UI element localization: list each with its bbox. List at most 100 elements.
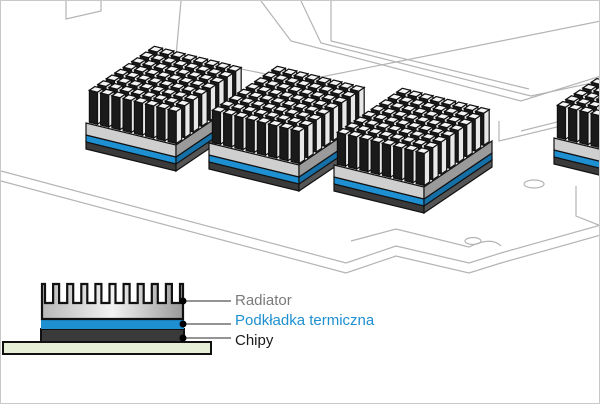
heatsink-pin-top [428, 127, 446, 135]
heatsink-pin-side [192, 95, 200, 134]
heatsink-pin [359, 136, 369, 173]
heatsink-pin-top [227, 94, 245, 102]
heatsink-pin-top [121, 62, 139, 70]
heatsink-pin-side [184, 100, 191, 139]
heatsink-pin-top [133, 65, 150, 73]
heatsink-pin-top [392, 141, 409, 149]
heatsink-pin-top [264, 79, 282, 87]
heatsink-pin-top [389, 133, 406, 141]
heatsink-pin [590, 112, 599, 149]
heatsink-pin-top [361, 110, 378, 118]
heatsink-pin-side [315, 115, 323, 154]
heatsink-pin-top [403, 113, 421, 121]
heatsink-pin-top [130, 88, 147, 96]
heatsink-pin [370, 139, 380, 176]
heatsink-pin-top [414, 115, 432, 123]
heatsink-pin-top [189, 79, 206, 87]
heatsink-pin-top [320, 93, 338, 101]
label-chips: Chipy [235, 332, 274, 349]
heatsink-pin-top [369, 104, 387, 112]
heatsink-pin [111, 94, 121, 131]
heatsink-pin-top [96, 80, 113, 88]
heatsink-pin-top [172, 90, 189, 98]
heatsink-pin-top [295, 110, 312, 118]
heatsink-pin-top [275, 82, 293, 90]
heatsink-pin-side [298, 126, 306, 165]
heatsink-pin-top [378, 130, 395, 138]
heatsink-pin-top [192, 87, 209, 95]
heatsink-pin-top [226, 64, 243, 72]
heatsink-pin-top [431, 135, 449, 143]
heatsink-pin-top [169, 82, 187, 90]
thermal-pad-section [41, 320, 184, 329]
heatsink-pin-top [429, 95, 446, 103]
heatsink-pin-top [289, 93, 307, 101]
heatsink-pin-top [589, 109, 599, 117]
heatsink-pin-top [448, 124, 466, 132]
heatsink-pin-side [307, 120, 314, 159]
heatsink-pin-side [432, 142, 439, 181]
heatsink-pin-side [483, 108, 490, 147]
heatsink-pin-top [400, 104, 418, 112]
heatsink-pin-top [150, 54, 167, 62]
heatsink-pin-top [392, 110, 409, 118]
heatsink-pin-top [166, 73, 184, 81]
heatsink-pin-top [219, 100, 236, 108]
heatsink-pin-top [395, 87, 412, 95]
heatsink-pin [88, 89, 99, 126]
heatsink-pin-top [584, 92, 599, 100]
heatsink-pin-top [141, 59, 159, 67]
heatsink-pin-top [411, 138, 429, 146]
heatsink-pin [415, 150, 425, 187]
heatsink-pin-top [141, 91, 158, 99]
heatsink-pin-top [589, 77, 599, 85]
heatsink-pin-top [329, 87, 346, 95]
heatsink-pin-top [244, 82, 262, 90]
heatsink-pin-top [318, 85, 335, 93]
heatsink-pin-top [197, 73, 215, 81]
heatsink-pin-top [347, 130, 364, 138]
heatsink-pin-top [210, 105, 228, 113]
heatsink-pin [167, 108, 177, 145]
heatsink-pin-side [423, 148, 431, 187]
heatsink-pin [211, 109, 222, 146]
heatsink-pin-top [181, 53, 198, 61]
heatsink-pin-top [256, 85, 273, 93]
heatsink-pin-top [295, 79, 313, 87]
heatsink-pin-top [175, 68, 192, 76]
heatsink-pin-top [292, 102, 310, 110]
heatsink-pin-top [239, 97, 256, 105]
heatsink-pin-top [261, 71, 279, 79]
heatsink-base-side [423, 139, 493, 201]
heatsink-pin-top [183, 93, 201, 101]
heatsink-pin-top [337, 82, 355, 90]
heatsink-pin [256, 120, 267, 157]
heatsink-pin-top [306, 82, 324, 90]
heatsink-4 [553, 76, 599, 176]
heatsink-pin-top [104, 74, 122, 82]
heatsink-pin-top [107, 82, 125, 90]
heatsink-pin-top [158, 79, 175, 87]
heatsink-pin-side [457, 125, 465, 164]
heatsink-pin-top [118, 85, 136, 93]
heatsink-pin-top [130, 57, 147, 65]
heatsink-pin [279, 125, 289, 162]
heatsink-pin-top [303, 105, 321, 113]
heatsink-pin-side [201, 89, 208, 128]
heatsink-pin [381, 142, 392, 179]
heatsink-pin-top [417, 124, 435, 132]
heatsink-pin-top [358, 133, 375, 141]
heatsink-pin [133, 100, 144, 137]
heatsink-pin-top [304, 73, 321, 81]
heatsink-1 [85, 45, 245, 173]
heatsink-pin-top [323, 102, 341, 110]
heatsink-pin [579, 109, 589, 146]
heatsink-pin-top [116, 77, 133, 85]
heatsink-pin [393, 145, 403, 181]
heatsink-pin-top [417, 93, 435, 101]
heatsink-pin-top [406, 90, 424, 98]
heatsink-pin-top [135, 74, 153, 82]
heatsink-pin-top [278, 91, 296, 99]
label-thermal-pad: Podkładka termiczna [235, 312, 375, 329]
heatsink-pin-top [186, 70, 204, 78]
